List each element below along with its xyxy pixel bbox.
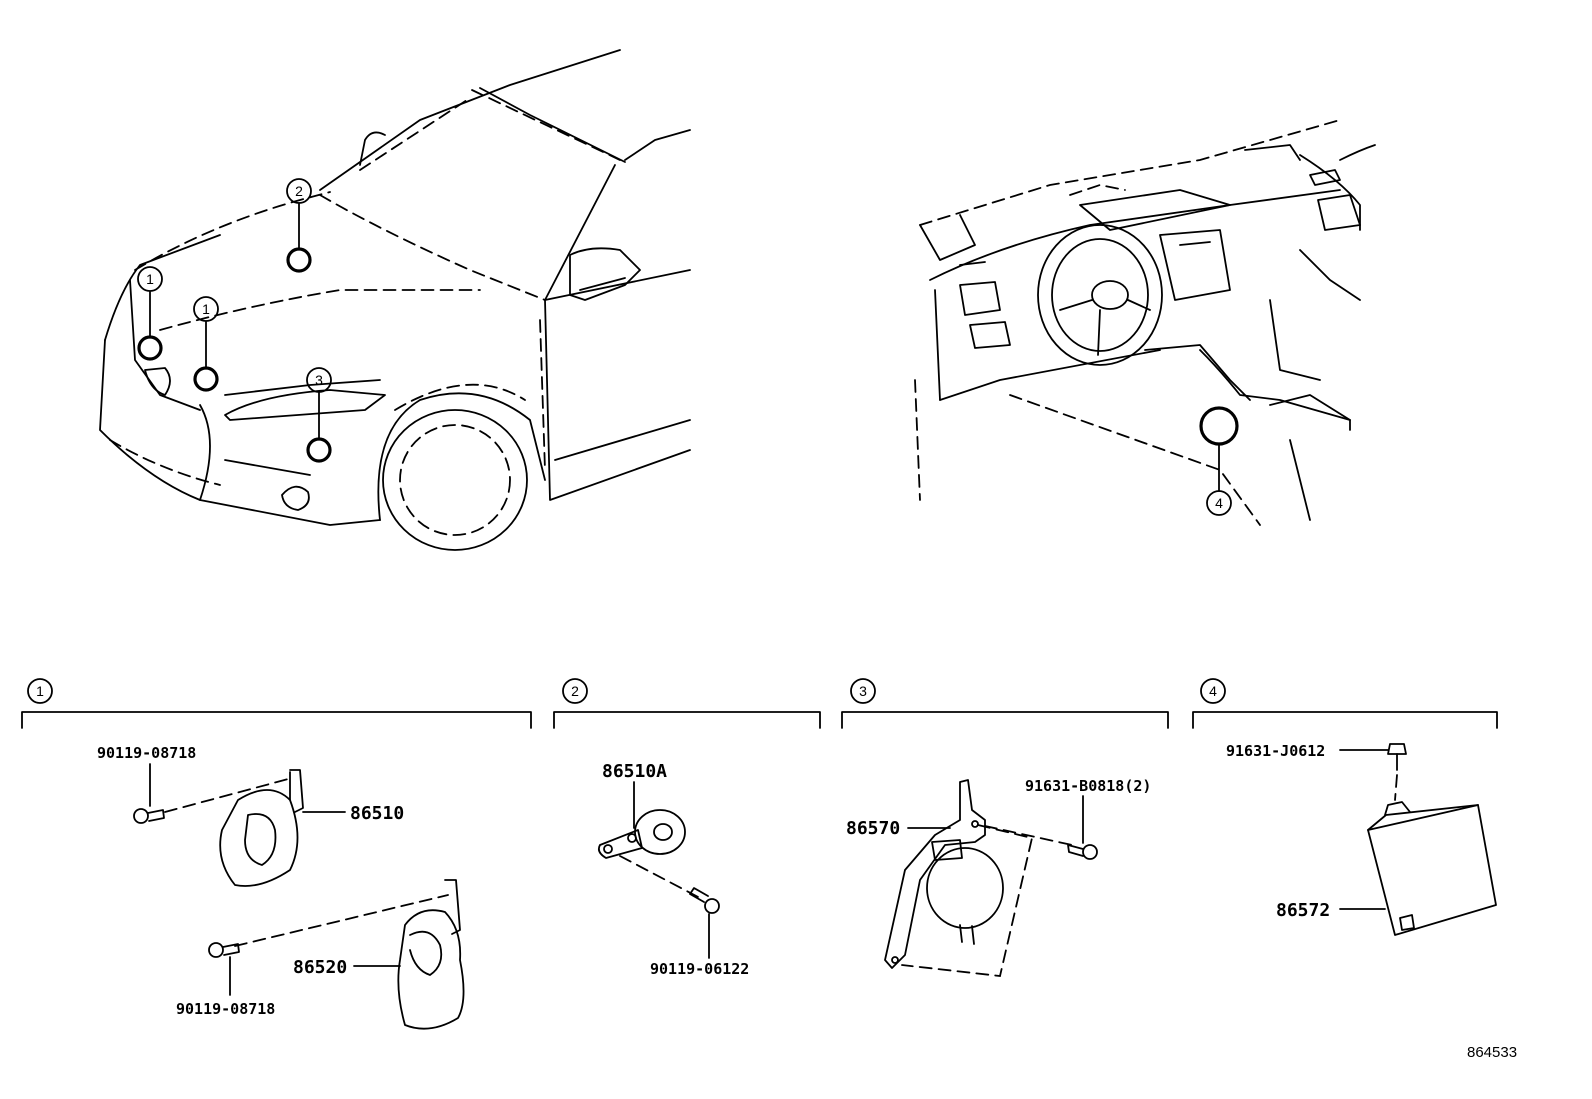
car-exterior-illustration: 1 1 2 3: [99, 49, 691, 551]
part-label-90119-08718-top: 90119-08718: [97, 744, 196, 762]
sounder-icon: [884, 779, 1004, 969]
group-4-module: 91631-J0612 86572: [1226, 742, 1497, 936]
horn-low-icon: [397, 879, 465, 1030]
group-header-2: 2: [553, 678, 821, 729]
interior-dashboard-illustration: 4: [914, 119, 1376, 526]
svg-text:2: 2: [295, 183, 303, 199]
group-1-horns: 90119-08718 86510 86520 90: [97, 744, 465, 1030]
svg-text:4: 4: [1209, 683, 1217, 699]
svg-text:1: 1: [146, 271, 154, 287]
callout-2: 2: [286, 178, 312, 204]
svg-text:2: 2: [571, 683, 579, 699]
control-module-icon: [1367, 801, 1497, 936]
group-2-horn: 86510A 90119-06122: [597, 761, 749, 978]
part-label-91631-J0612: 91631-J0612: [1226, 742, 1325, 760]
part-label-90119-06122: 90119-06122: [650, 960, 749, 978]
horn-compact-icon: [597, 809, 686, 859]
svg-text:3: 3: [315, 372, 323, 388]
svg-text:4: 4: [1215, 495, 1223, 511]
callout-1b: 1: [193, 296, 219, 322]
part-label-86572: 86572: [1276, 900, 1330, 921]
svg-text:1: 1: [202, 301, 210, 317]
diagram-reference-number: 864533: [1467, 1044, 1517, 1061]
svg-text:1: 1: [36, 683, 44, 699]
bolt-icon: [133, 808, 165, 824]
group-header-1: 1: [21, 678, 532, 729]
group-3-sounder: 86570 91631-B0818(2): [846, 777, 1151, 977]
part-label-86510: 86510: [350, 803, 404, 824]
svg-text:3: 3: [859, 683, 867, 699]
part-label-86510A: 86510A: [602, 761, 667, 782]
part-label-91631-B0818: 91631-B0818(2): [1025, 777, 1151, 795]
bolt-icon: [1067, 844, 1098, 860]
bolt-icon: [1387, 743, 1407, 771]
group-header-3: 3: [841, 678, 1169, 729]
horn-high-icon: [219, 769, 304, 887]
part-label-86520: 86520: [293, 957, 347, 978]
bolt-icon: [689, 887, 720, 914]
group-header-4: 4: [1192, 678, 1498, 729]
callout-1a: 1: [137, 266, 163, 292]
part-label-86570: 86570: [846, 818, 900, 839]
part-label-90119-08718-bottom: 90119-08718: [176, 1000, 275, 1018]
callout-3: 3: [306, 367, 332, 393]
bolt-icon: [208, 942, 240, 958]
callout-4: 4: [1206, 490, 1232, 516]
